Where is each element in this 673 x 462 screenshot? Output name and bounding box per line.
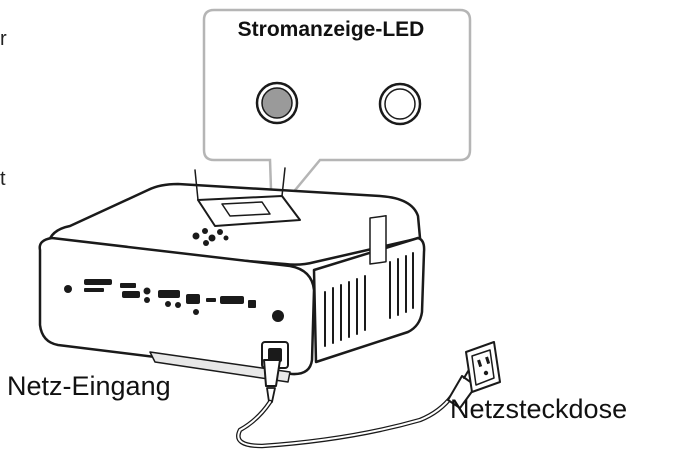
label-power-input: Netz-Eingang	[7, 371, 171, 401]
led-callout	[202, 8, 472, 222]
edge-text-fragment: r	[0, 28, 7, 50]
wall-outlet-icon	[465, 341, 501, 393]
control-buttons	[192, 228, 229, 246]
power-led-off	[378, 82, 422, 126]
edge-text-fragment: t	[0, 168, 6, 190]
callout-title: Stromanzeige-LED	[237, 18, 425, 41]
power-led-lit	[255, 81, 299, 125]
side-vents	[324, 252, 414, 347]
callout-bubble	[202, 8, 472, 222]
power-cable	[236, 359, 479, 449]
projector	[38, 167, 426, 383]
connector-panel	[64, 279, 284, 322]
label-wall-outlet: Netzsteckdose	[450, 394, 628, 424]
